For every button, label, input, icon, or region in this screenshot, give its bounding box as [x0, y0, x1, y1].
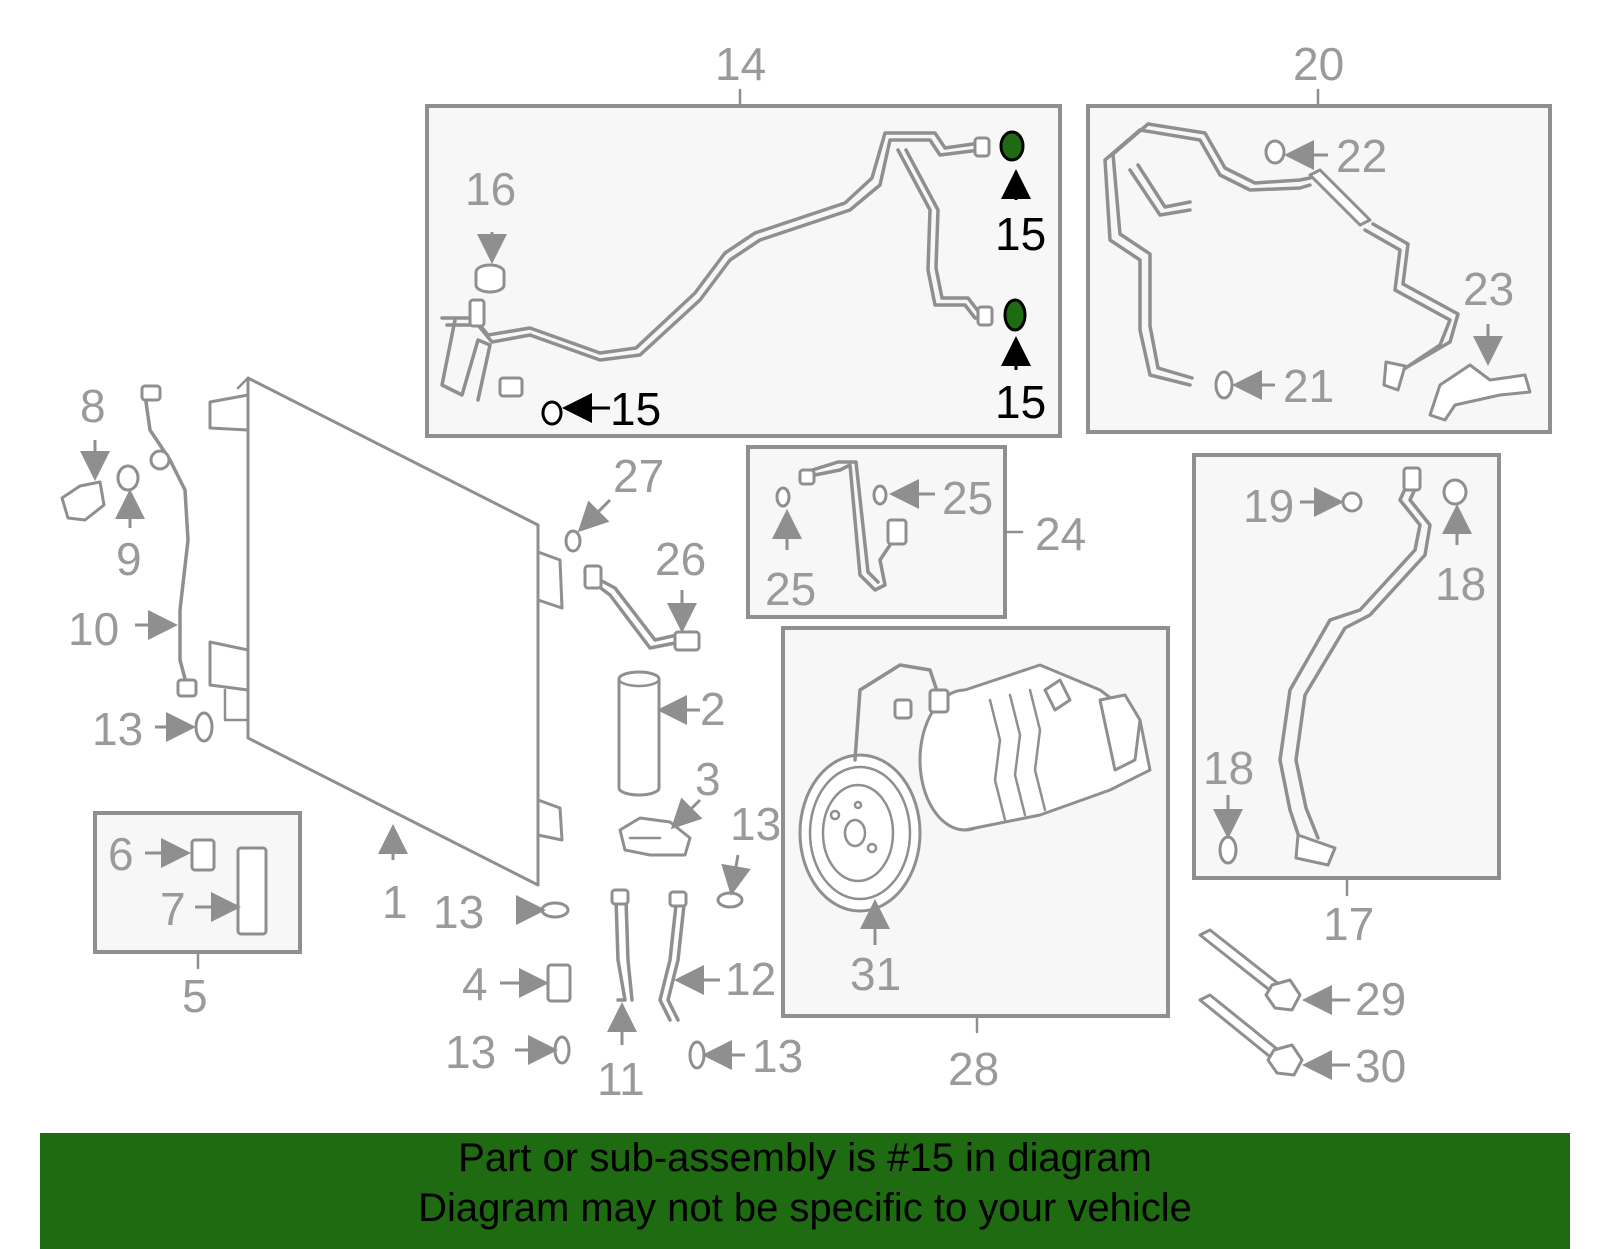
callout-11: 11 — [597, 1053, 645, 1105]
assembly-box-28 — [781, 626, 1170, 1034]
callout-7: 7 — [160, 883, 186, 935]
callout-19: 19 — [1243, 480, 1294, 532]
left-parts — [60, 384, 214, 743]
banner-line-2: Diagram may not be specific to your vehi… — [418, 1186, 1192, 1230]
callout-30: 30 — [1355, 1040, 1406, 1092]
callout-18-b: 18 — [1203, 742, 1254, 794]
callout-28: 28 — [948, 1043, 999, 1095]
callout-25-a: 25 — [942, 472, 993, 524]
o-ring-15-top[interactable] — [999, 130, 1025, 162]
callout-17: 17 — [1323, 898, 1374, 950]
assembly-box-24 — [746, 445, 1024, 619]
callout-14: 14 — [715, 38, 766, 90]
callout-12: 12 — [725, 953, 776, 1005]
callout-22: 22 — [1336, 130, 1387, 182]
assembly-box-17 — [1192, 453, 1501, 897]
callout-4: 4 — [462, 958, 488, 1010]
callout-13-a: 13 — [92, 703, 143, 755]
callout-23: 23 — [1463, 263, 1514, 315]
callout-25-b: 25 — [765, 563, 816, 615]
callout-10: 10 — [68, 603, 119, 655]
callout-6: 6 — [108, 828, 134, 880]
callout-9: 9 — [116, 533, 142, 585]
callout-26: 26 — [655, 533, 706, 585]
callout-20: 20 — [1293, 38, 1344, 90]
condenser — [208, 376, 564, 887]
callout-13-c: 13 — [433, 886, 484, 938]
callout-16: 16 — [465, 163, 516, 215]
callout-3: 3 — [695, 753, 721, 805]
center-parts — [500, 498, 751, 1070]
o-ring-15-left[interactable] — [541, 400, 563, 426]
info-banner: Part or sub-assembly is #15 in diagram D… — [40, 1133, 1570, 1249]
callout-labels: 14 20 16 15 15 15 22 23 21 8 9 10 13 27 … — [68, 38, 1514, 1105]
callout-13-e: 13 — [752, 1030, 803, 1082]
callout-15-top: 15 — [995, 208, 1046, 260]
callout-1: 1 — [382, 876, 408, 928]
callout-15-left: 15 — [610, 383, 661, 435]
callout-24: 24 — [1035, 508, 1086, 560]
callout-13-b: 13 — [730, 798, 781, 850]
callout-5: 5 — [182, 970, 208, 1022]
o-ring-15-mid[interactable] — [1003, 298, 1027, 332]
callout-18-a: 18 — [1435, 558, 1486, 610]
banner-line-1: Part or sub-assembly is #15 in diagram — [458, 1136, 1152, 1180]
callout-8: 8 — [80, 380, 106, 432]
callout-15-mid: 15 — [995, 376, 1046, 428]
callout-2: 2 — [700, 683, 726, 735]
callout-29: 29 — [1355, 973, 1406, 1025]
bolts — [1198, 928, 1350, 1080]
callout-13-d: 13 — [445, 1026, 496, 1078]
assembly-box-5 — [93, 811, 302, 970]
assembly-box-20 — [1086, 88, 1552, 434]
callout-21: 21 — [1283, 360, 1334, 412]
assembly-box-14 — [425, 88, 1062, 438]
callout-31: 31 — [850, 948, 901, 1000]
callout-27: 27 — [613, 450, 664, 502]
